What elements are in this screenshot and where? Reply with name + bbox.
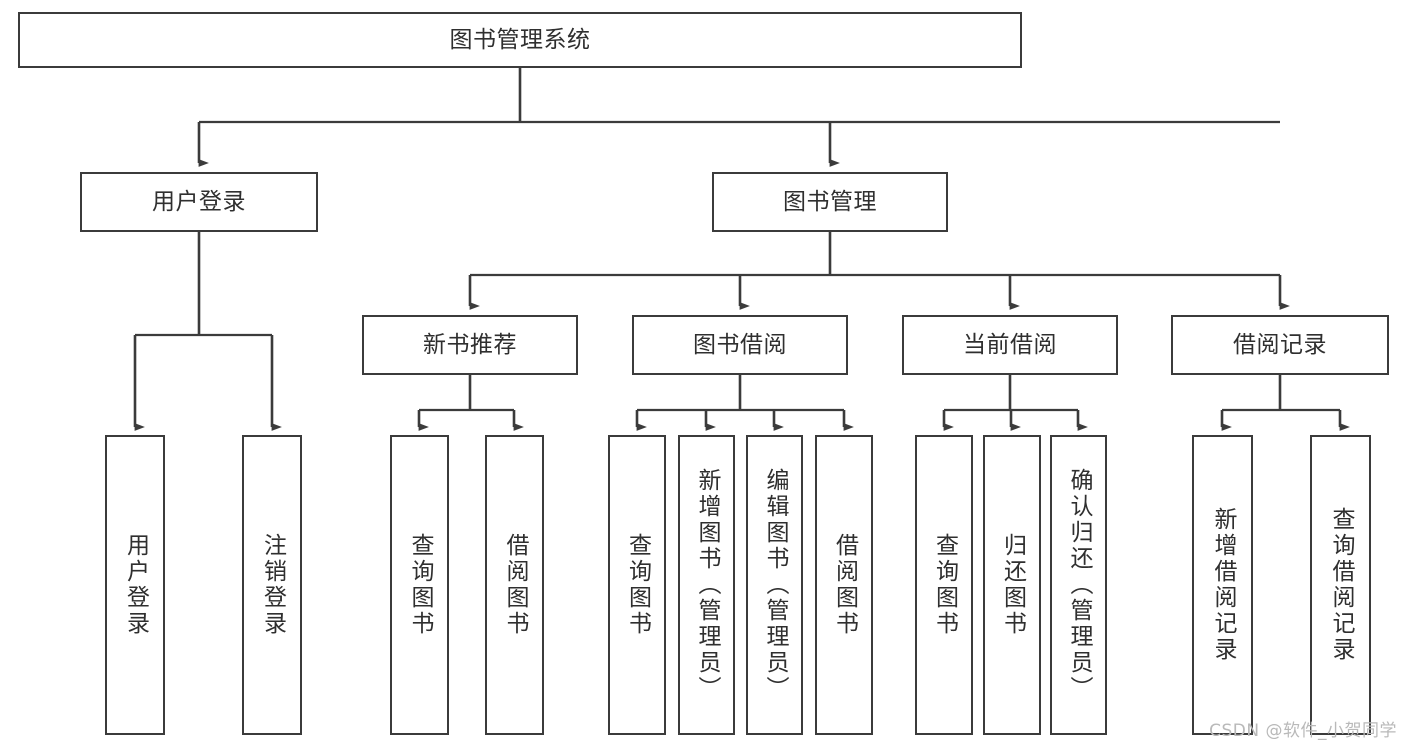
node-label: 用户登录 (122, 533, 149, 637)
leaf-current-borrow-confirm-return-admin[interactable]: 确认归还（管理员） (1050, 435, 1107, 735)
leaf-current-borrow-return-books[interactable]: 归还图书 (983, 435, 1041, 735)
node-root-library-management-system[interactable]: 图书管理系统 (18, 12, 1022, 68)
leaf-borrow-record-query-record[interactable]: 查询借阅记录 (1310, 435, 1371, 735)
node-current-borrow[interactable]: 当前借阅 (902, 315, 1118, 375)
node-label: 图书管理 (783, 188, 877, 215)
node-label: 用户登录 (152, 188, 246, 215)
node-label: 当前借阅 (963, 331, 1057, 358)
node-user-login[interactable]: 用户登录 (80, 172, 318, 232)
node-label: 新书推荐 (423, 331, 517, 358)
node-label: 借阅图书 (502, 533, 528, 637)
node-label: 查询图书 (931, 533, 958, 637)
node-label: 查询图书 (407, 533, 433, 637)
node-label: 图书借阅 (693, 331, 787, 358)
leaf-user-login-login[interactable]: 用户登录 (105, 435, 165, 735)
leaf-book-borrow-query-books[interactable]: 查询图书 (608, 435, 666, 735)
leaf-current-borrow-query-books[interactable]: 查询图书 (915, 435, 973, 735)
node-label: 查询借阅记录 (1328, 507, 1354, 663)
node-label: 编辑图书（管理员） (762, 468, 788, 702)
node-label: 归还图书 (999, 533, 1026, 637)
leaf-book-borrow-edit-book-admin[interactable]: 编辑图书（管理员） (746, 435, 803, 735)
node-label: 注销登录 (259, 533, 286, 637)
leaf-book-borrow-borrow-books[interactable]: 借阅图书 (815, 435, 873, 735)
node-label: 新增图书（管理员） (694, 468, 720, 702)
node-book-borrow[interactable]: 图书借阅 (632, 315, 848, 375)
node-borrow-record[interactable]: 借阅记录 (1171, 315, 1389, 375)
node-label: 查询图书 (624, 533, 651, 637)
node-label: 新增借阅记录 (1210, 507, 1236, 663)
node-new-book-recommend[interactable]: 新书推荐 (362, 315, 578, 375)
node-label: 借阅记录 (1233, 331, 1327, 358)
node-label: 图书管理系统 (449, 26, 591, 53)
leaf-book-borrow-add-book-admin[interactable]: 新增图书（管理员） (678, 435, 735, 735)
leaf-user-login-logout[interactable]: 注销登录 (242, 435, 302, 735)
leaf-borrow-record-add-record[interactable]: 新增借阅记录 (1192, 435, 1253, 735)
leaf-new-book-borrow-books[interactable]: 借阅图书 (485, 435, 544, 735)
node-label: 借阅图书 (831, 533, 858, 637)
node-book-management[interactable]: 图书管理 (712, 172, 948, 232)
leaf-new-book-query-books[interactable]: 查询图书 (390, 435, 449, 735)
node-label: 确认归还（管理员） (1066, 468, 1092, 702)
